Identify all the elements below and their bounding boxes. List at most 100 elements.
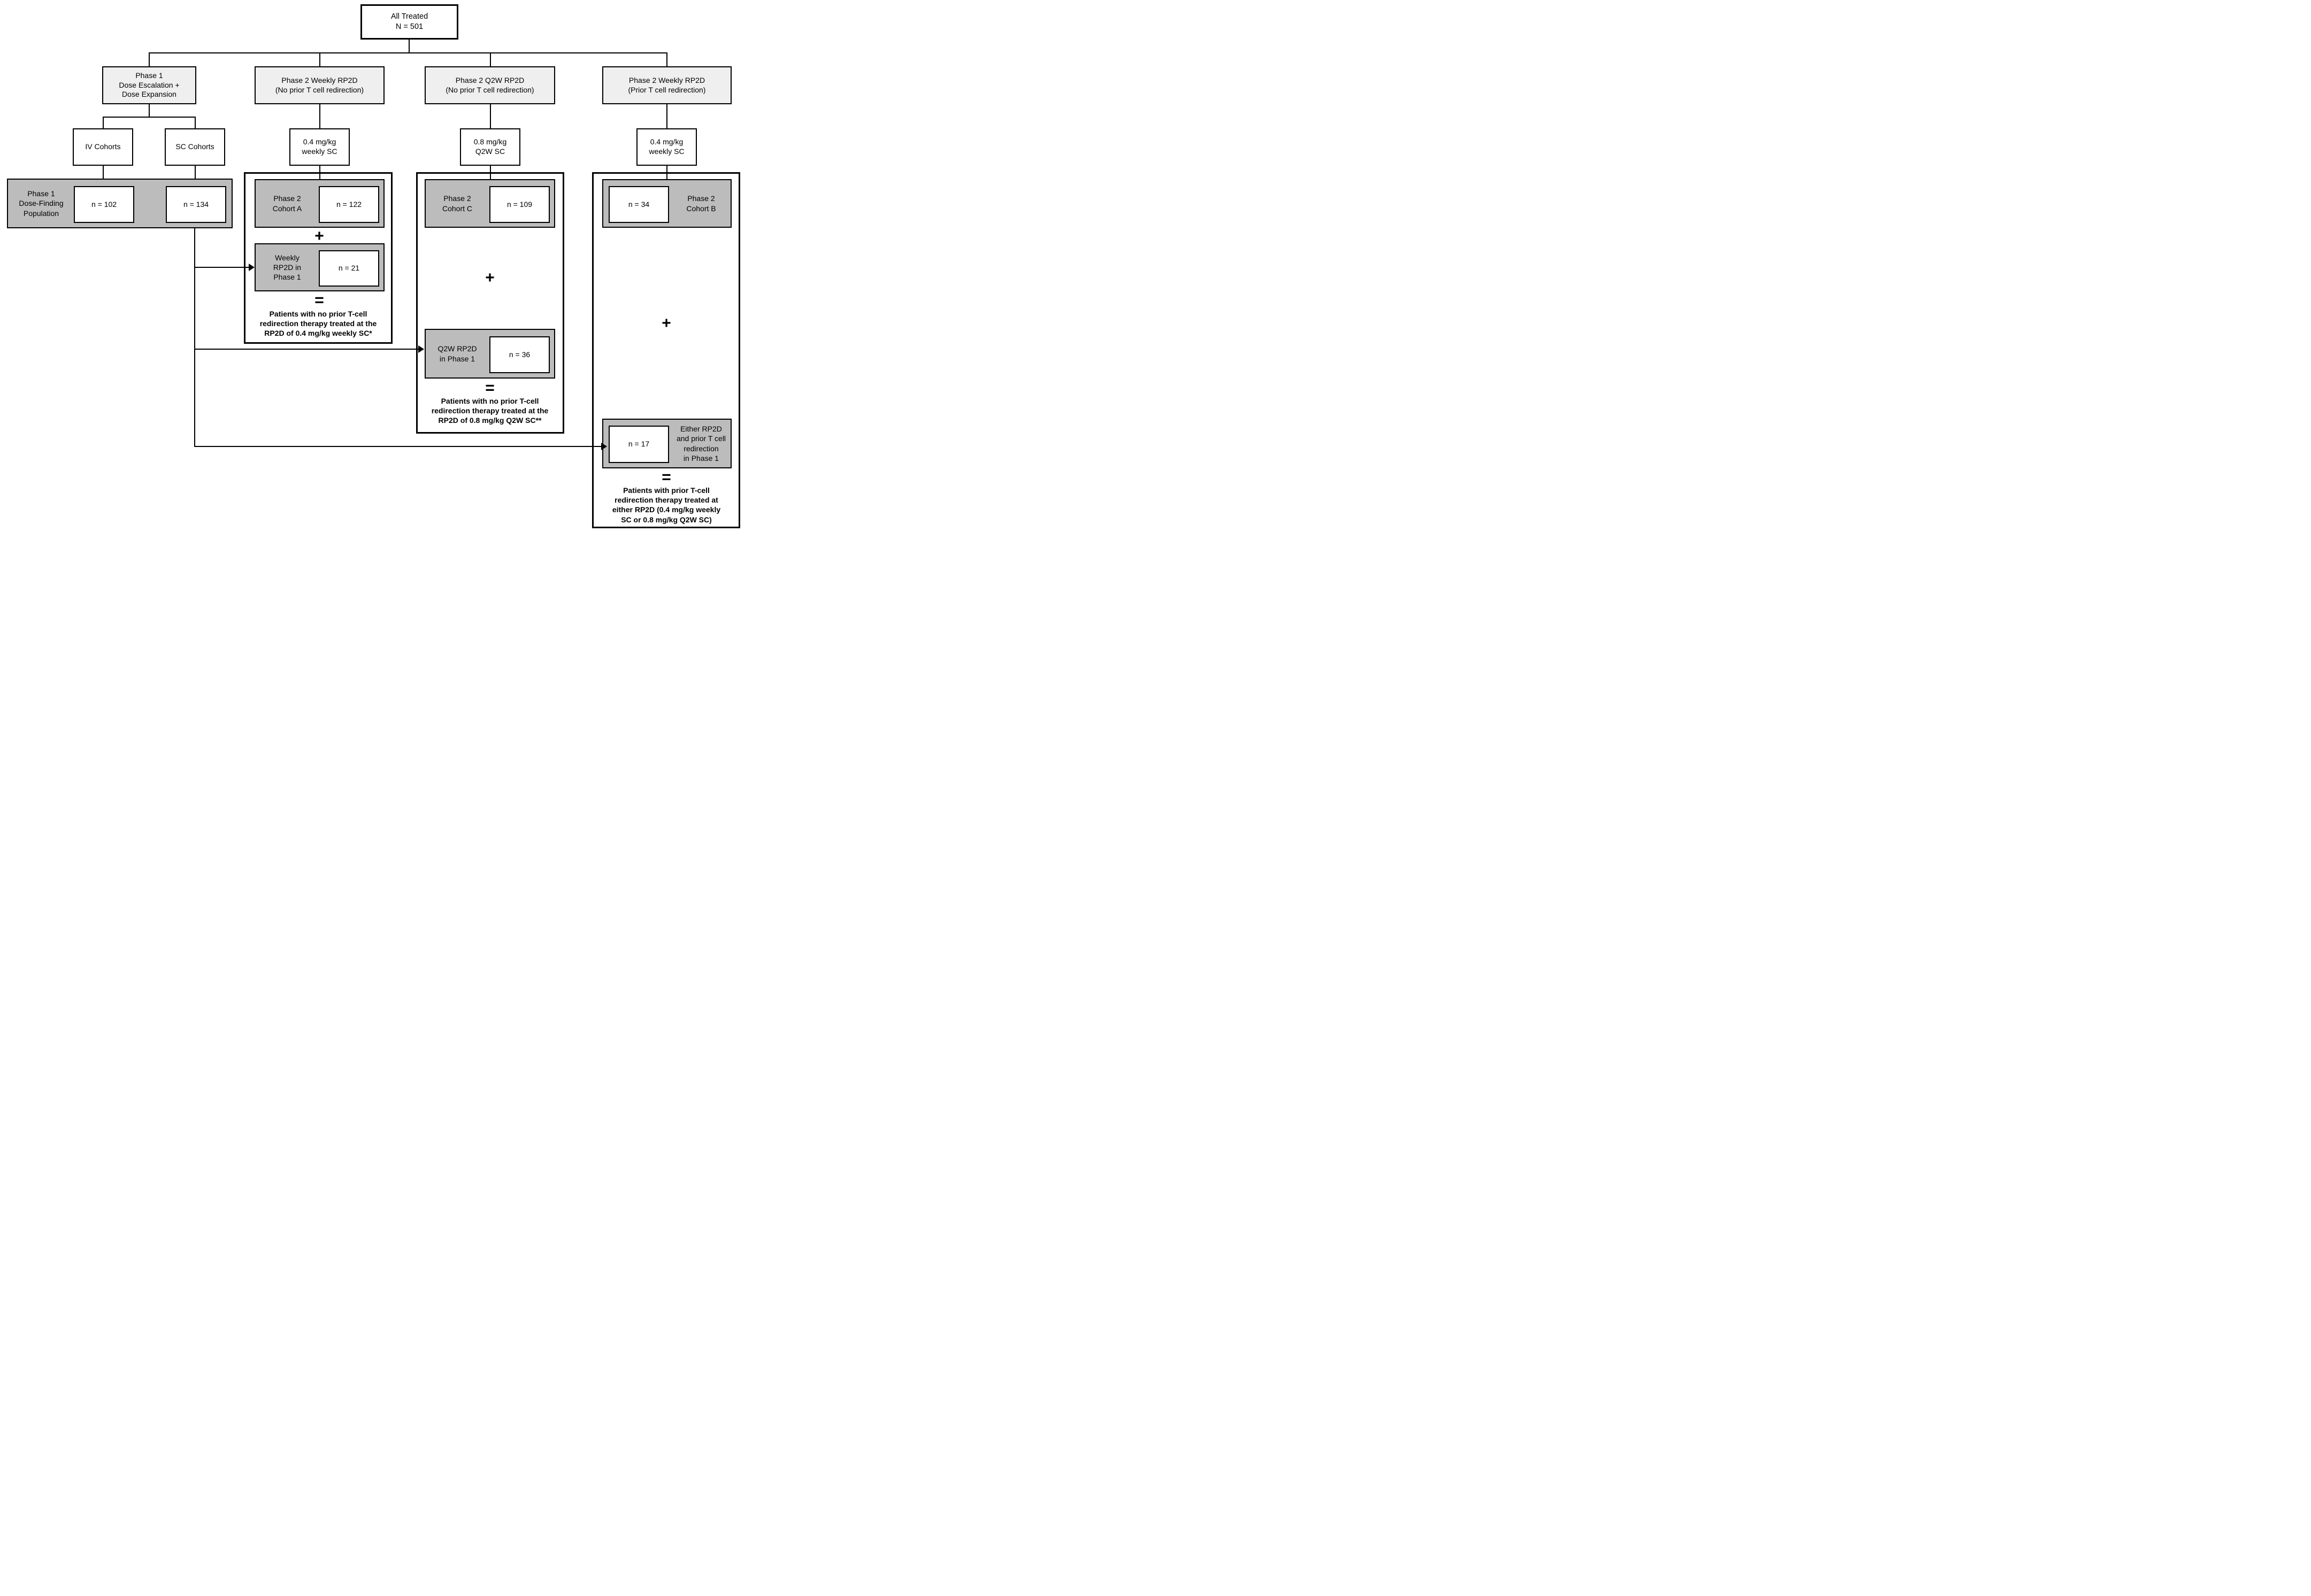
cohort-c-line2: Cohort C [442,204,473,213]
cohort-b-count-box: n = 34 [609,186,669,223]
connector-branch-to-weekly-rp2d [194,267,249,268]
either-rp2d-label: Either RP2D and prior T cell redirection… [672,420,731,467]
result-col4-line1: Patients with prior T-cell [623,486,710,495]
arrowhead-q2w-rp2d [418,345,424,353]
result-col2-line1: Patients with no prior T-cell [269,310,367,318]
either-rp2d-line2: and prior T cell [676,434,726,443]
q2w-rp2d-count-box: n = 36 [489,336,550,373]
sc-count-box: n = 134 [166,186,226,223]
either-rp2d-count-box: n = 17 [609,426,669,463]
sc-cohorts-label: SC Cohorts [175,142,214,151]
population-line3: Population [23,209,59,218]
header-col4-line2: (Prior T cell redirection) [628,85,706,94]
connector-sc-trunk [194,228,195,447]
sc-cohorts-box: SC Cohorts [165,128,225,166]
connector-col4-drop [666,52,667,66]
connector-col1-split-bar [103,117,196,118]
all-treated-line1: All Treated [390,12,428,21]
population-line2: Dose-Finding [19,199,64,208]
all-treated-box: All Treated N = 501 [360,4,458,40]
cohort-c-count: n = 109 [506,199,533,209]
connector-col4-stem [666,104,667,128]
result-col2-line2: redirection therapy treated at the [259,319,377,328]
header-col3-line1: Phase 2 Q2W RP2D [455,75,525,84]
weekly-rp2d-phase1-box: Weekly RP2D in Phase 1 n = 21 [255,243,385,291]
cohort-b-label: Phase 2 Cohort B [673,180,730,227]
either-rp2d-line3: redirection [684,444,719,453]
result-col4-line4: SC or 0.8 mg/kg Q2W SC) [621,515,712,524]
either-rp2d-line4: in Phase 1 [683,453,719,462]
col3-outer-container [416,172,564,434]
header-phase2-q2w-noprior: Phase 2 Q2W RP2D (No prior T cell redire… [425,66,555,104]
phase1-population-label: Phase 1 Dose-Finding Population [11,180,71,227]
connector-col1-drop [149,52,150,66]
dose-col2-line1: 0.4 mg/kg [303,137,336,147]
iv-count: n = 102 [91,199,117,209]
result-col4-line2: redirection therapy treated at [615,496,718,505]
result-col2-line3: RP2D of 0.4 mg/kg weekly SC* [264,329,372,338]
cohort-b-count: n = 34 [628,199,650,209]
col4-outer-container [592,172,740,528]
connector-iv-to-population [103,166,104,179]
cohort-c-line1: Phase 2 [443,194,471,203]
connector-col3-drop [490,52,491,66]
connector-col2-stem [319,104,320,128]
weekly-rp2d-label: Weekly RP2D in Phase 1 [259,244,316,290]
sc-count: n = 134 [183,199,209,209]
header-phase1-line2: Dose Escalation + [119,80,180,89]
equals-operator-col2: = [314,291,324,309]
q2w-rp2d-line1: Q2W RP2D [437,344,477,353]
weekly-rp2d-count: n = 21 [338,264,360,273]
all-treated-count: N = 501 [395,22,424,31]
dose-box-col3: 0.8 mg/kg Q2W SC [460,128,520,166]
header-col2-line1: Phase 2 Weekly RP2D [281,75,358,84]
connector-iv-drop [103,117,104,128]
dose-box-col2: 0.4 mg/kg weekly SC [289,128,350,166]
either-rp2d-count: n = 17 [628,440,650,449]
connector-branch-to-either-rp2d [194,446,602,447]
result-text-col2: Patients with no prior T-cell redirectio… [245,309,391,338]
dose-col3-line2: Q2W SC [475,147,505,156]
dose-col2-line2: weekly SC [302,147,337,156]
cohort-a-label: Phase 2 Cohort A [259,180,316,227]
population-line1: Phase 1 [27,189,55,198]
q2w-rp2d-count: n = 36 [509,350,531,359]
connector-branch-to-q2w-rp2d [194,349,419,350]
cohort-b-line2: Cohort B [686,204,716,213]
cohort-a-count: n = 122 [336,199,362,209]
weekly-rp2d-line1: Weekly [275,253,300,262]
connector-sc-to-population [195,166,196,179]
cohort-a-count-box: n = 122 [319,186,379,223]
patient-flow-diagram: All Treated N = 501 Phase 1 Dose Escalat… [0,0,770,532]
plus-operator-col4: + [662,314,671,332]
cohort-c-box: Phase 2 Cohort C n = 109 [425,179,555,228]
arrowhead-either-rp2d [601,443,607,450]
iv-count-box: n = 102 [74,186,134,223]
header-col2-line2: (No prior T cell redirection) [275,85,364,94]
either-rp2d-prior-box: n = 17 Either RP2D and prior T cell redi… [602,419,732,468]
phase1-dose-finding-population-box: Phase 1 Dose-Finding Population n = 102 … [7,179,233,228]
connector-col3-stem [490,104,491,128]
dose-col3-line1: 0.8 mg/kg [473,137,507,147]
cohort-a-line2: Cohort A [272,204,302,213]
header-col3-line2: (No prior T cell redirection) [446,85,534,94]
plus-operator-col3: + [485,269,495,287]
result-text-col4: Patients with prior T-cell redirection t… [594,485,739,525]
col2-outer-container [244,172,393,344]
connector-distribution-bar [149,52,667,53]
cohort-c-count-box: n = 109 [489,186,550,223]
header-phase1: Phase 1 Dose Escalation + Dose Expansion [102,66,196,104]
cohort-a-box: Phase 2 Cohort A n = 122 [255,179,385,228]
result-col3-line1: Patients with no prior T-cell [441,397,539,405]
arrowhead-weekly-rp2d [249,264,255,271]
cohort-b-line1: Phase 2 [687,194,715,203]
cohort-b-box: n = 34 Phase 2 Cohort B [602,179,732,228]
header-phase1-line1: Phase 1 [135,71,163,80]
result-text-col3: Patients with no prior T-cell redirectio… [417,396,563,426]
weekly-rp2d-count-box: n = 21 [319,250,379,287]
cohort-a-line1: Phase 2 [273,194,301,203]
result-col4-line3: either RP2D (0.4 mg/kg weekly [612,505,721,514]
q2w-rp2d-label: Q2W RP2D in Phase 1 [429,330,486,377]
connector-sc-drop [195,117,196,128]
weekly-rp2d-line2: RP2D in [273,263,302,272]
